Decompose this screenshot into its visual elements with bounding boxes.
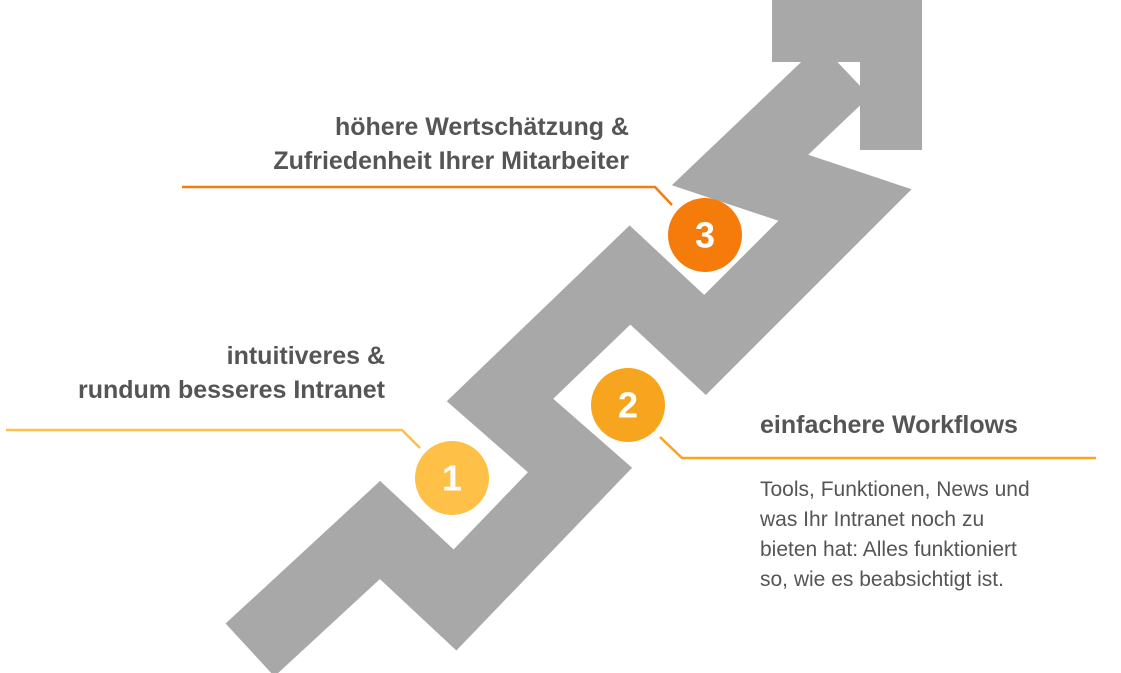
step-number-2: 2 xyxy=(618,385,638,426)
step-2-description-line-2: was Ihr Intranet noch zu xyxy=(760,508,985,531)
step-marker-3: 3 xyxy=(668,198,742,272)
arrow-head xyxy=(772,0,922,150)
zigzag-arrow-body xyxy=(225,43,912,673)
step-3-heading: höhere Wertschätzung & Zufriedenheit Ihr… xyxy=(273,110,629,178)
step-2-description-line-3: bieten hat: Alles funktioniert xyxy=(760,538,1017,561)
step-circle-1 xyxy=(415,441,489,515)
step-2-description: Tools, Funktionen, News und was Ihr Intr… xyxy=(760,475,1100,595)
step-2-heading: einfachere Workflows xyxy=(760,408,1018,442)
step-1-heading-line-1: intuitiveres & xyxy=(226,342,385,370)
step-1-heading: intuitiveres & rundum besseres Intranet xyxy=(78,339,385,407)
step-3-heading-line-1: höhere Wertschätzung & xyxy=(334,113,629,141)
step-number-3: 3 xyxy=(695,215,715,256)
step-marker-1: 1 xyxy=(415,441,489,515)
leader-line-step-2 xyxy=(659,436,1096,460)
step-circle-2 xyxy=(591,368,665,442)
step-number-1: 1 xyxy=(442,458,462,499)
step-2-heading-line-1: einfachere Workflows xyxy=(760,411,1018,439)
step-3-heading-line-2: Zufriedenheit Ihrer Mitarbeiter xyxy=(273,147,629,175)
step-2-description-line-4: so, wie es beabsichtigt ist. xyxy=(760,568,1004,591)
step-marker-2: 2 xyxy=(591,368,665,442)
step-circle-3 xyxy=(668,198,742,272)
leader-line-step-1 xyxy=(6,428,421,449)
step-2-description-line-1: Tools, Funktionen, News und xyxy=(760,478,1030,501)
leader-line-step-3 xyxy=(182,185,673,206)
step-1-heading-line-2: rundum besseres Intranet xyxy=(77,376,385,404)
